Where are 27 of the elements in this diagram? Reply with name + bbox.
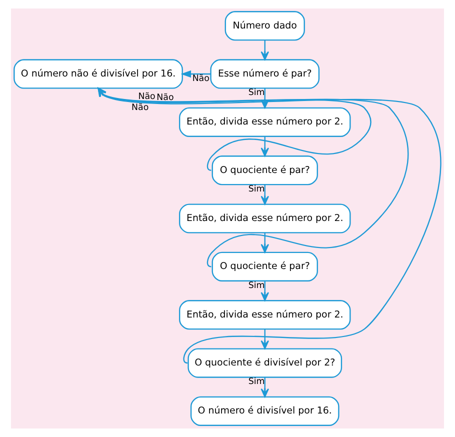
node-box: O quociente é divisível por 2? (188, 348, 342, 378)
node-box: O número não é divisível por 16. (14, 59, 183, 89)
edge-label: Não (192, 74, 210, 84)
node-box: O quociente é par? (212, 156, 318, 186)
node-box: Então, divida esse número por 2. (179, 204, 351, 234)
arrow (260, 329, 270, 350)
arrow (260, 280, 270, 302)
edge-label: Sim (248, 280, 265, 291)
node-box: O quociente é par? (212, 252, 318, 282)
node-box: Número dado (224, 11, 305, 41)
edge-label: Não (156, 92, 174, 103)
arrow (260, 232, 270, 253)
edge-label: Não (138, 92, 156, 102)
node-box: O número é divisível por 16. (190, 396, 340, 426)
edge-label: Não (132, 103, 149, 114)
node-box: Então, divida esse número por 2. (179, 107, 351, 137)
arrow (260, 136, 270, 157)
arrow (260, 377, 270, 398)
arrow (98, 88, 372, 171)
node-box: Então, divida esse número por 2. (179, 300, 351, 330)
arrow (180, 70, 211, 78)
arrow (260, 40, 270, 60)
edge-label: Sim (248, 184, 265, 195)
node-box: Esse número é par? (210, 59, 320, 89)
arrow (260, 184, 270, 205)
edge-label: Sim (248, 88, 265, 98)
edge-label: Sim (248, 377, 265, 388)
